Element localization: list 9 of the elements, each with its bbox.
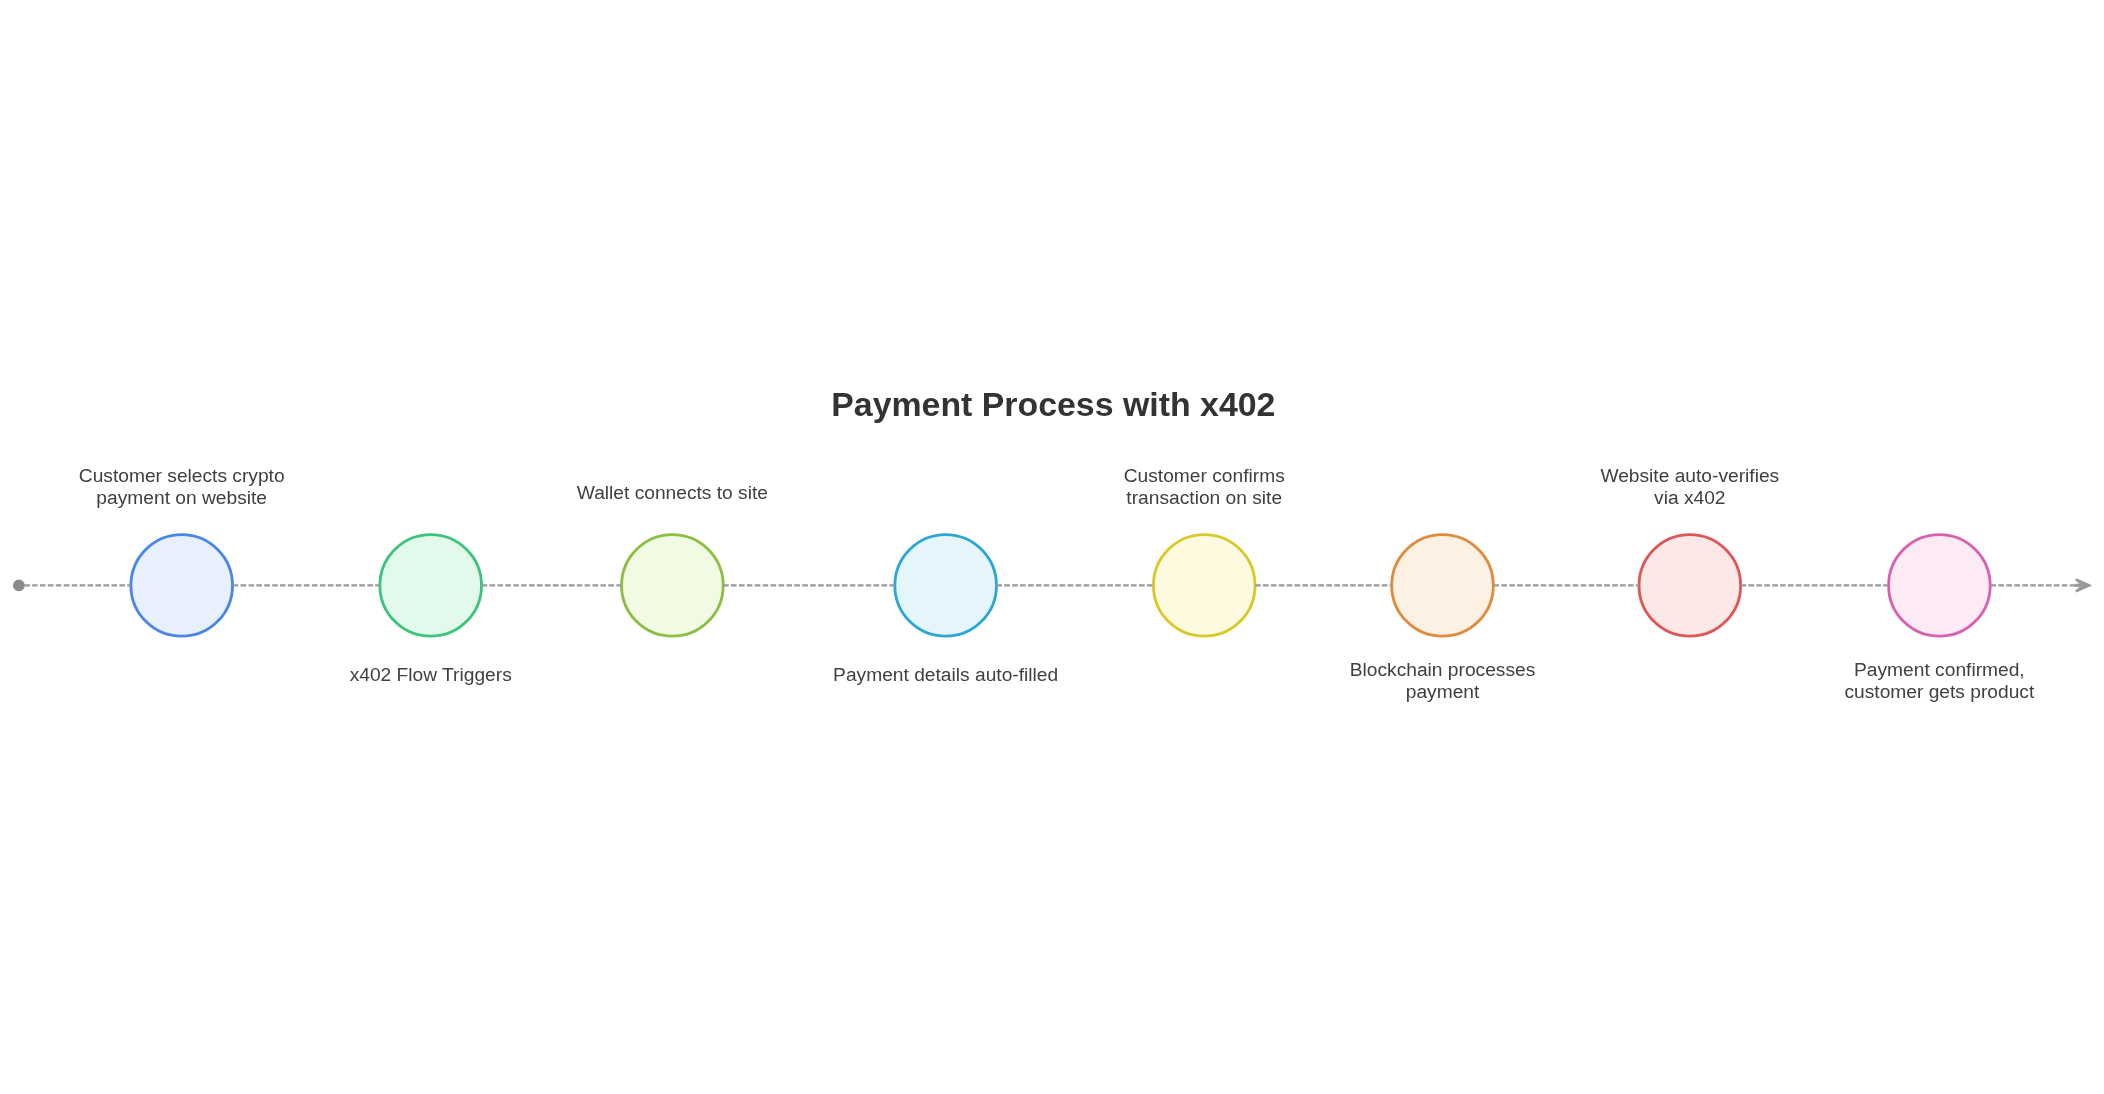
node-label: Wallet connects to site: [576, 481, 768, 503]
node-label: Website auto-verifies via x402: [1600, 465, 1780, 508]
diagram-title: Payment Process with x402: [831, 385, 1276, 424]
node-label: Payment confirmed, customer gets product: [1844, 659, 2035, 702]
node-label: Payment details auto-filled: [833, 664, 1059, 686]
node-label: Customer confirms transaction on site: [1123, 465, 1285, 508]
node-label: Customer selects crypto payment on website: [78, 465, 285, 508]
node-label: x402 Flow Triggers: [349, 664, 512, 686]
node-label: Blockchain processes payment: [1349, 659, 1536, 702]
